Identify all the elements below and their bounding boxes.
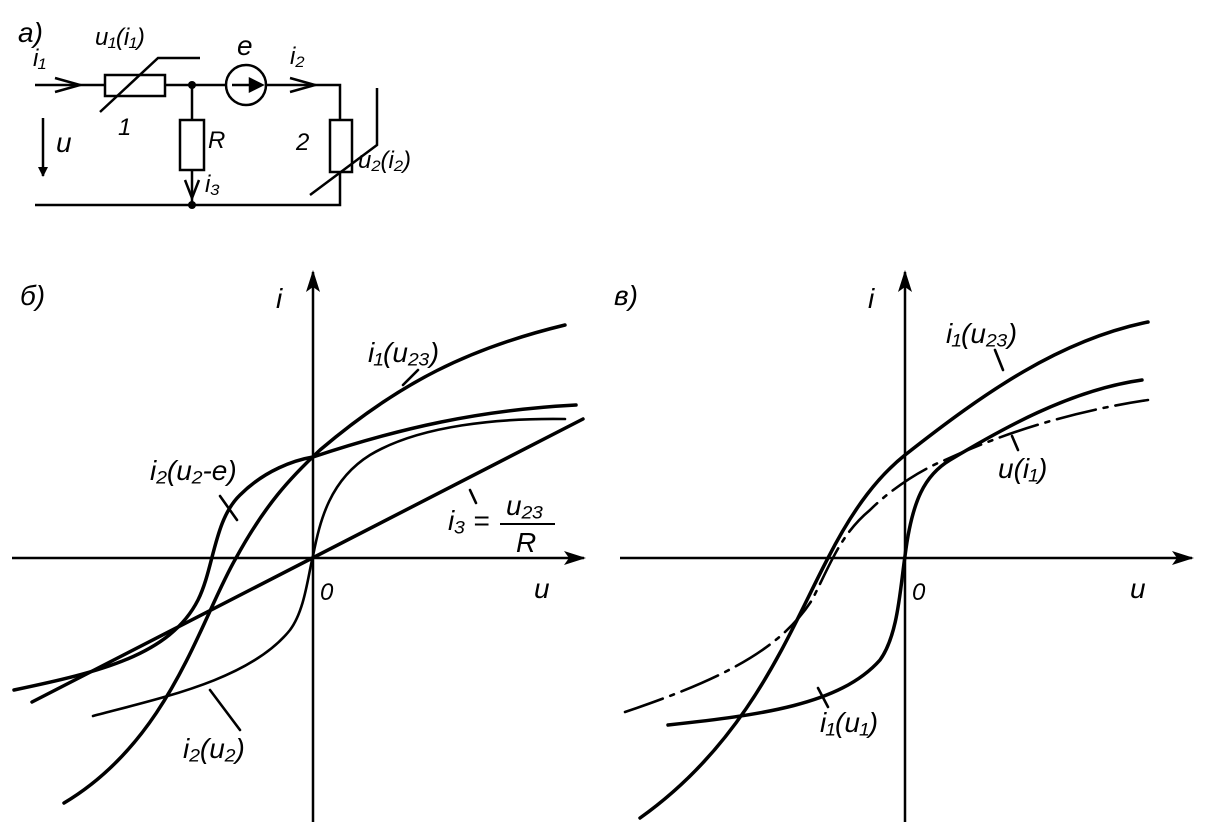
return-wire	[35, 172, 342, 207]
label-i3: i₃ =	[448, 505, 489, 536]
label-i1: i₁	[33, 45, 46, 72]
curve-i1-u1	[666, 378, 1144, 727]
plot-b: б) i u 0 i₁(u₂₃) i₂(u₂-e) i₂(u₂) i₃ = u₂…	[12, 270, 586, 822]
label-i1-u1: i₁(u₁)	[820, 707, 878, 738]
nonlinear-mark-1	[99, 56, 200, 113]
circuit-schematic: a) i₁ u₁(i₁) 1 e i₂ 2 u₂(i₂) R i₃ u	[18, 17, 411, 209]
label-i2-u2: i₂(u₂)	[183, 733, 245, 764]
x-axis-label: u	[1130, 573, 1146, 604]
curve-i1-u23	[62, 323, 567, 805]
label-i1-u23: i₁(u₂₃)	[368, 337, 439, 368]
label-element-2: 2	[295, 129, 309, 156]
label-i3-numerator: u₂₃	[506, 490, 543, 521]
leader-line	[218, 494, 239, 522]
origin-label: 0	[320, 579, 334, 606]
label-i2: i₂	[290, 43, 304, 70]
label-element-1: 1	[118, 114, 131, 141]
panel-label-a: a)	[18, 17, 43, 48]
label-R: R	[208, 127, 225, 154]
curve-u-i1	[623, 398, 1150, 714]
label-u1-i1: u₁(i₁)	[95, 24, 145, 51]
y-axis-label: i	[868, 283, 875, 314]
node-dot	[188, 201, 196, 209]
nonlinear-mark-2	[309, 88, 379, 197]
plot-v: в) i u 0 i₁(u₂₃) u(i₁) i₁(u₁)	[614, 270, 1194, 822]
curve-i1-u23	[638, 320, 1150, 820]
y-axis-label: i	[276, 283, 283, 314]
nonlinear-resistor-2	[328, 118, 354, 174]
label-i3: i₃	[205, 171, 220, 198]
leader-line	[208, 688, 242, 732]
label-i1-u23: i₁(u₂₃)	[946, 318, 1017, 349]
label-e: e	[237, 30, 253, 61]
line-i3	[30, 417, 585, 704]
i1-arrow-icon	[54, 76, 85, 94]
leader-line	[816, 686, 830, 709]
x-axis-label: u	[534, 573, 550, 604]
panel-label-v: в)	[614, 280, 638, 311]
leader-line	[468, 488, 478, 505]
origin-label: 0	[912, 579, 926, 606]
label-u2-i2: u₂(i₂)	[358, 147, 411, 174]
leader-line	[401, 368, 420, 387]
wire	[266, 83, 342, 120]
resistor-R	[178, 118, 206, 172]
leader-line	[1010, 434, 1020, 452]
leader-line	[993, 348, 1005, 372]
label-i2-u2-minus-e: i₂(u₂-e)	[150, 455, 237, 486]
emf-arrow-icon	[232, 76, 265, 94]
curve-i2-u2-minus-e	[12, 403, 578, 692]
label-i3-denominator: R	[516, 527, 536, 558]
panel-label-b: б)	[20, 280, 45, 311]
label-u-i1: u(i₁)	[998, 453, 1047, 484]
label-u: u	[56, 127, 72, 158]
i2-arrow-icon	[289, 76, 320, 94]
i3-arrow-icon	[183, 179, 201, 202]
